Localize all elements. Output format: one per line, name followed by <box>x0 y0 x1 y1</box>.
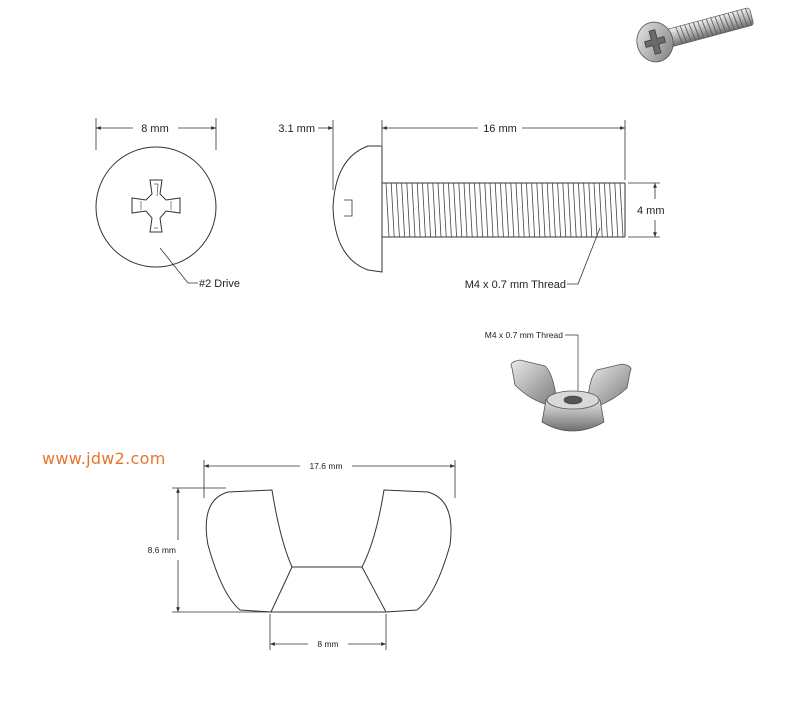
thread-line <box>437 182 442 238</box>
thread-line <box>531 182 535 238</box>
render-thread-line <box>727 12 735 31</box>
screw-side-view: 3.1 mm 16 mm 4 mm M4 x 0.7 mm Thread <box>278 120 665 291</box>
thread-line <box>572 182 577 238</box>
render-thread-line <box>705 18 714 36</box>
thread-line <box>562 182 567 238</box>
thread-line <box>536 182 541 238</box>
thread-line <box>479 182 483 238</box>
render-thread-line <box>731 11 740 29</box>
thread-line <box>385 182 390 238</box>
render-thread-line <box>710 17 718 35</box>
render-thread-line <box>718 15 727 33</box>
thread-line <box>520 182 525 238</box>
thread-line <box>604 182 608 238</box>
thread-line <box>588 182 593 238</box>
thread-line <box>401 182 405 238</box>
thread-line <box>541 182 546 238</box>
drive-label: #2 Drive <box>199 278 240 290</box>
thread-line <box>442 182 447 238</box>
wing-nut-3d-render: M4 x 0.7 mm Thread <box>485 330 632 432</box>
thread-line <box>489 182 494 238</box>
wing-nut-thread-callout: M4 x 0.7 mm Thread <box>485 330 564 340</box>
thread-line <box>390 182 395 238</box>
thread-line <box>432 182 437 238</box>
wing-nut-width-label: 17.6 mm <box>309 461 342 471</box>
thread-line <box>593 182 598 238</box>
render-thread-line <box>740 9 749 27</box>
thread-line <box>458 182 463 238</box>
thread-line <box>598 182 603 238</box>
thread-line <box>427 182 431 238</box>
thread-line <box>422 182 426 238</box>
render-thread-line <box>692 22 701 40</box>
thread-line <box>510 182 515 238</box>
render-thread-line <box>675 26 683 45</box>
watermark-text: www.jdw2.com <box>42 449 166 468</box>
screw-head-front-view: 8 mm #2 Drive <box>95 118 240 290</box>
wing-nut-base-width-label: 8 mm <box>317 639 338 649</box>
render-thread-line <box>723 14 731 32</box>
render-thread-line <box>745 8 753 26</box>
thread-line <box>463 182 468 238</box>
thread-line <box>453 182 457 238</box>
wing-nut-front-view: 17.6 mm 8.6 mm 8 mm <box>148 460 456 650</box>
thread-line <box>552 182 556 238</box>
length-label: 16 mm <box>483 123 517 135</box>
thread-line <box>515 182 520 238</box>
thread-line <box>578 182 582 238</box>
thread-line <box>505 182 509 238</box>
thread-line <box>526 182 530 238</box>
screw-3d-render <box>636 7 754 63</box>
thread-line <box>396 182 400 238</box>
wing-nut-height-label: 8.6 mm <box>148 545 176 555</box>
thread-line <box>609 182 613 238</box>
thread-line <box>484 182 489 238</box>
thread-line <box>494 182 499 238</box>
thread-diameter-label: 4 mm <box>637 205 665 217</box>
thread-line <box>468 182 473 238</box>
thread-line <box>583 182 587 238</box>
render-thread-line <box>736 10 744 28</box>
render-thread-line <box>684 24 692 42</box>
head-height-label: 3.1 mm <box>278 123 315 135</box>
thread-line <box>567 182 572 238</box>
render-thread-line <box>688 23 696 41</box>
thread-line <box>416 182 421 238</box>
thread-line <box>448 182 452 238</box>
thread-line <box>500 182 504 238</box>
render-thread-line <box>701 19 709 38</box>
screw-thread-callout: M4 x 0.7 mm Thread <box>465 279 566 291</box>
thread-line <box>406 182 411 238</box>
thread-line <box>546 182 551 238</box>
head-diameter-label: 8 mm <box>141 123 169 135</box>
thread-line <box>614 182 619 238</box>
thread-line <box>474 182 478 238</box>
render-thread-line <box>697 21 705 39</box>
thread-line <box>619 182 624 238</box>
phillips-recess <box>131 179 181 233</box>
render-thread-line <box>714 16 722 34</box>
thread-line <box>411 182 416 238</box>
render-thread-line <box>679 25 688 43</box>
thread-line <box>557 182 561 238</box>
